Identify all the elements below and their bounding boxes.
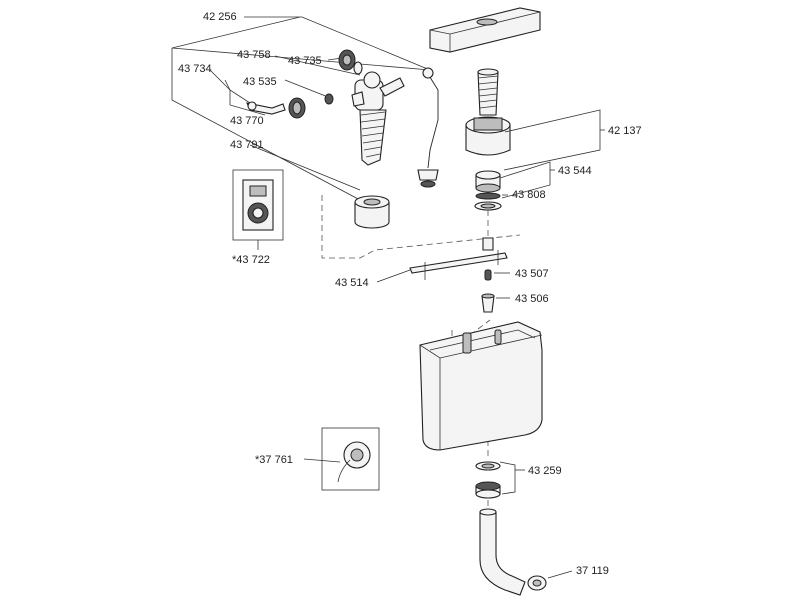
flush-valve-seals bbox=[474, 170, 502, 211]
supply-pipe bbox=[417, 67, 439, 188]
right-bracket-lines bbox=[257, 109, 605, 579]
seal-rings bbox=[288, 49, 363, 119]
outlet-seals bbox=[475, 461, 501, 499]
label-37761: *37 761 bbox=[255, 454, 293, 466]
fill-valve-leader-lines bbox=[171, 16, 431, 201]
flush-valve bbox=[465, 68, 511, 156]
label-43735: 43 735 bbox=[288, 55, 322, 67]
float-cup bbox=[354, 195, 390, 229]
label-42256: 42 256 bbox=[203, 11, 237, 23]
label-43808: 43 808 bbox=[512, 189, 546, 201]
label-43507: 43 507 bbox=[515, 268, 549, 280]
label-43791: 43 791 bbox=[230, 139, 264, 151]
label-43506: 43 506 bbox=[515, 293, 549, 305]
mounting-crossbar bbox=[409, 237, 508, 280]
label-43770: 43 770 bbox=[230, 115, 264, 127]
label-43758: 43 758 bbox=[237, 49, 271, 61]
valve-pins bbox=[481, 269, 495, 313]
label-43722: *43 722 bbox=[232, 254, 270, 266]
inset-43722 bbox=[232, 169, 284, 241]
label-43259: 43 259 bbox=[528, 465, 562, 477]
float-lever bbox=[246, 101, 286, 115]
label-43514: 43 514 bbox=[335, 277, 369, 289]
inset-37761 bbox=[321, 427, 380, 491]
label-37119: 37 119 bbox=[576, 565, 609, 577]
label-43535: 43 535 bbox=[243, 76, 277, 88]
cistern-lid bbox=[429, 7, 541, 53]
label-43544: 43 544 bbox=[558, 165, 592, 177]
flush-bend-pipe bbox=[479, 508, 547, 596]
label-43734: 43 734 bbox=[178, 63, 212, 75]
cistern-tank bbox=[419, 321, 543, 451]
part-labels: 42 256 43 758 43 735 43 734 43 535 43 77… bbox=[178, 11, 642, 577]
label-42137: 42 137 bbox=[608, 125, 642, 137]
fill-valve bbox=[351, 71, 405, 166]
